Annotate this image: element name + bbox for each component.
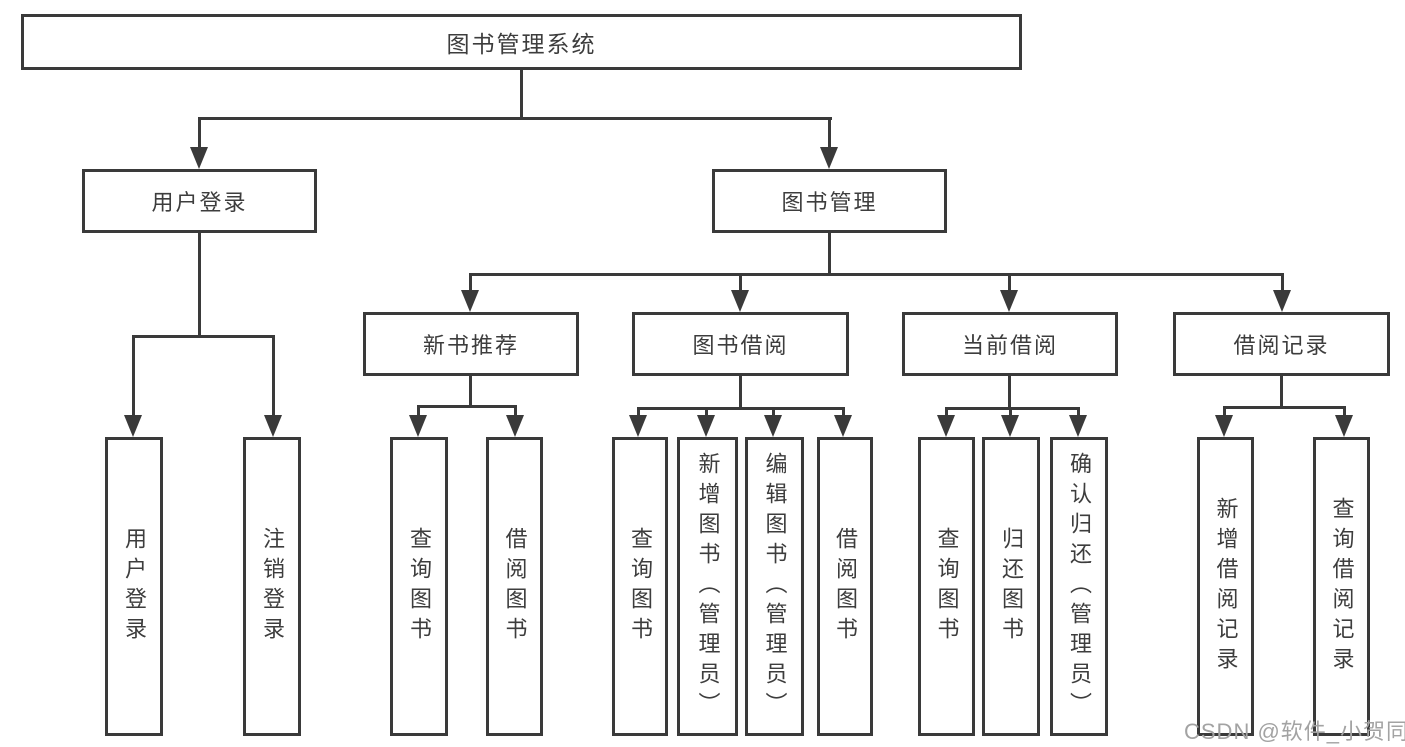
connector-line bbox=[469, 376, 472, 405]
connector-line bbox=[132, 335, 275, 338]
node-user-login-label: 用户登录 bbox=[151, 190, 248, 215]
leaf-record-add-record: 新增借阅记录 bbox=[1197, 437, 1254, 736]
leaf-record-add-record-label: 新增借阅记录 bbox=[1213, 496, 1239, 677]
leaf-user-login: 用户登录 bbox=[105, 437, 163, 736]
arrowhead-icon bbox=[764, 415, 782, 437]
connector-line bbox=[739, 376, 742, 407]
connector-line bbox=[945, 407, 948, 419]
connector-line bbox=[772, 407, 775, 419]
leaf-borrow-borrow-book-label: 借阅图书 bbox=[833, 526, 858, 647]
connector-line bbox=[739, 273, 742, 293]
connector-line bbox=[828, 233, 831, 273]
arrowhead-icon bbox=[264, 415, 282, 437]
connector-line bbox=[828, 117, 831, 151]
node-new-book-recommend-label: 新书推荐 bbox=[422, 333, 519, 358]
connector-line bbox=[1280, 376, 1283, 406]
connector-line bbox=[198, 233, 201, 335]
node-new-book-recommend: 新书推荐 bbox=[363, 312, 579, 376]
leaf-logout: 注销登录 bbox=[243, 437, 301, 736]
leaf-borrow-edit-book-admin-label: 编辑图书（管理员） bbox=[762, 451, 788, 722]
arrowhead-icon bbox=[834, 415, 852, 437]
arrowhead-icon bbox=[506, 415, 524, 437]
leaf-current-return-book: 归还图书 bbox=[982, 437, 1040, 736]
connector-line bbox=[842, 407, 845, 419]
node-borrow-record: 借阅记录 bbox=[1173, 312, 1390, 376]
leaf-borrow-query-book: 查询图书 bbox=[612, 437, 668, 736]
arrowhead-icon bbox=[1001, 415, 1019, 437]
arrowhead-icon bbox=[731, 290, 749, 312]
connector-line bbox=[1077, 407, 1080, 419]
connector-line bbox=[272, 335, 275, 418]
leaf-current-confirm-return-admin: 确认归还（管理员） bbox=[1050, 437, 1108, 736]
leaf-borrow-add-book-admin: 新增图书（管理员） bbox=[677, 437, 738, 736]
arrowhead-icon bbox=[124, 415, 142, 437]
node-book-management: 图书管理 bbox=[712, 169, 947, 233]
connector-line bbox=[469, 273, 1284, 276]
node-book-management-label: 图书管理 bbox=[781, 190, 878, 215]
arrowhead-icon bbox=[1273, 290, 1291, 312]
node-user-login: 用户登录 bbox=[82, 169, 317, 233]
connector-line bbox=[1008, 273, 1011, 293]
arrowhead-icon bbox=[1000, 290, 1018, 312]
leaf-current-query-book: 查询图书 bbox=[918, 437, 975, 736]
leaf-current-return-book-label: 归还图书 bbox=[999, 526, 1024, 647]
arrowhead-icon bbox=[409, 415, 427, 437]
leaf-record-query-record-label: 查询借阅记录 bbox=[1329, 496, 1355, 677]
connector-line bbox=[637, 407, 640, 419]
csdn-watermark: CSDN @软件_小贺同学 bbox=[1184, 719, 1405, 744]
node-borrow-record-label: 借阅记录 bbox=[1233, 333, 1330, 358]
connector-line bbox=[514, 405, 517, 419]
connector-line bbox=[637, 407, 845, 410]
connector-line bbox=[945, 407, 1080, 410]
connector-line bbox=[1223, 406, 1226, 419]
connector-line bbox=[1008, 376, 1011, 407]
node-current-borrow: 当前借阅 bbox=[902, 312, 1118, 376]
leaf-newbook-borrow-book-label: 借阅图书 bbox=[502, 526, 528, 647]
node-current-borrow-label: 当前借阅 bbox=[961, 333, 1058, 358]
connector-line bbox=[1343, 406, 1346, 419]
connector-line bbox=[1223, 406, 1346, 409]
leaf-borrow-edit-book-admin: 编辑图书（管理员） bbox=[745, 437, 804, 736]
leaf-borrow-borrow-book: 借阅图书 bbox=[817, 437, 873, 736]
leaf-newbook-query-book: 查询图书 bbox=[390, 437, 448, 736]
arrowhead-icon bbox=[1215, 415, 1233, 437]
node-book-borrow-label: 图书借阅 bbox=[692, 333, 789, 358]
connector-line bbox=[469, 273, 472, 293]
arrowhead-icon bbox=[820, 147, 838, 169]
connector-line bbox=[198, 117, 201, 151]
connector-line bbox=[417, 405, 517, 408]
leaf-newbook-query-book-label: 查询图书 bbox=[407, 526, 432, 647]
leaf-user-login-label: 用户登录 bbox=[122, 526, 147, 647]
connector-line bbox=[705, 407, 708, 419]
node-root: 图书管理系统 bbox=[21, 14, 1022, 70]
connector-line bbox=[1281, 273, 1284, 293]
connector-line bbox=[1009, 407, 1012, 419]
leaf-newbook-borrow-book: 借阅图书 bbox=[486, 437, 543, 736]
arrowhead-icon bbox=[697, 415, 715, 437]
leaf-borrow-add-book-admin-label: 新增图书（管理员） bbox=[695, 451, 721, 722]
connector-line bbox=[198, 117, 832, 120]
connector-line bbox=[520, 69, 523, 117]
arrowhead-icon bbox=[461, 290, 479, 312]
connector-line bbox=[417, 405, 420, 419]
arrowhead-icon bbox=[629, 415, 647, 437]
node-root-label: 图书管理系统 bbox=[446, 31, 597, 57]
arrowhead-icon bbox=[937, 415, 955, 437]
arrowhead-icon bbox=[1069, 415, 1087, 437]
arrowhead-icon bbox=[1335, 415, 1353, 437]
node-book-borrow: 图书借阅 bbox=[632, 312, 849, 376]
arrowhead-icon bbox=[190, 147, 208, 169]
leaf-current-confirm-return-admin-label: 确认归还（管理员） bbox=[1067, 451, 1092, 722]
leaf-logout-label: 注销登录 bbox=[260, 526, 285, 647]
leaf-record-query-record: 查询借阅记录 bbox=[1313, 437, 1370, 736]
leaf-current-query-book-label: 查询图书 bbox=[934, 526, 960, 647]
leaf-borrow-query-book-label: 查询图书 bbox=[628, 526, 653, 647]
connector-line bbox=[132, 335, 135, 418]
